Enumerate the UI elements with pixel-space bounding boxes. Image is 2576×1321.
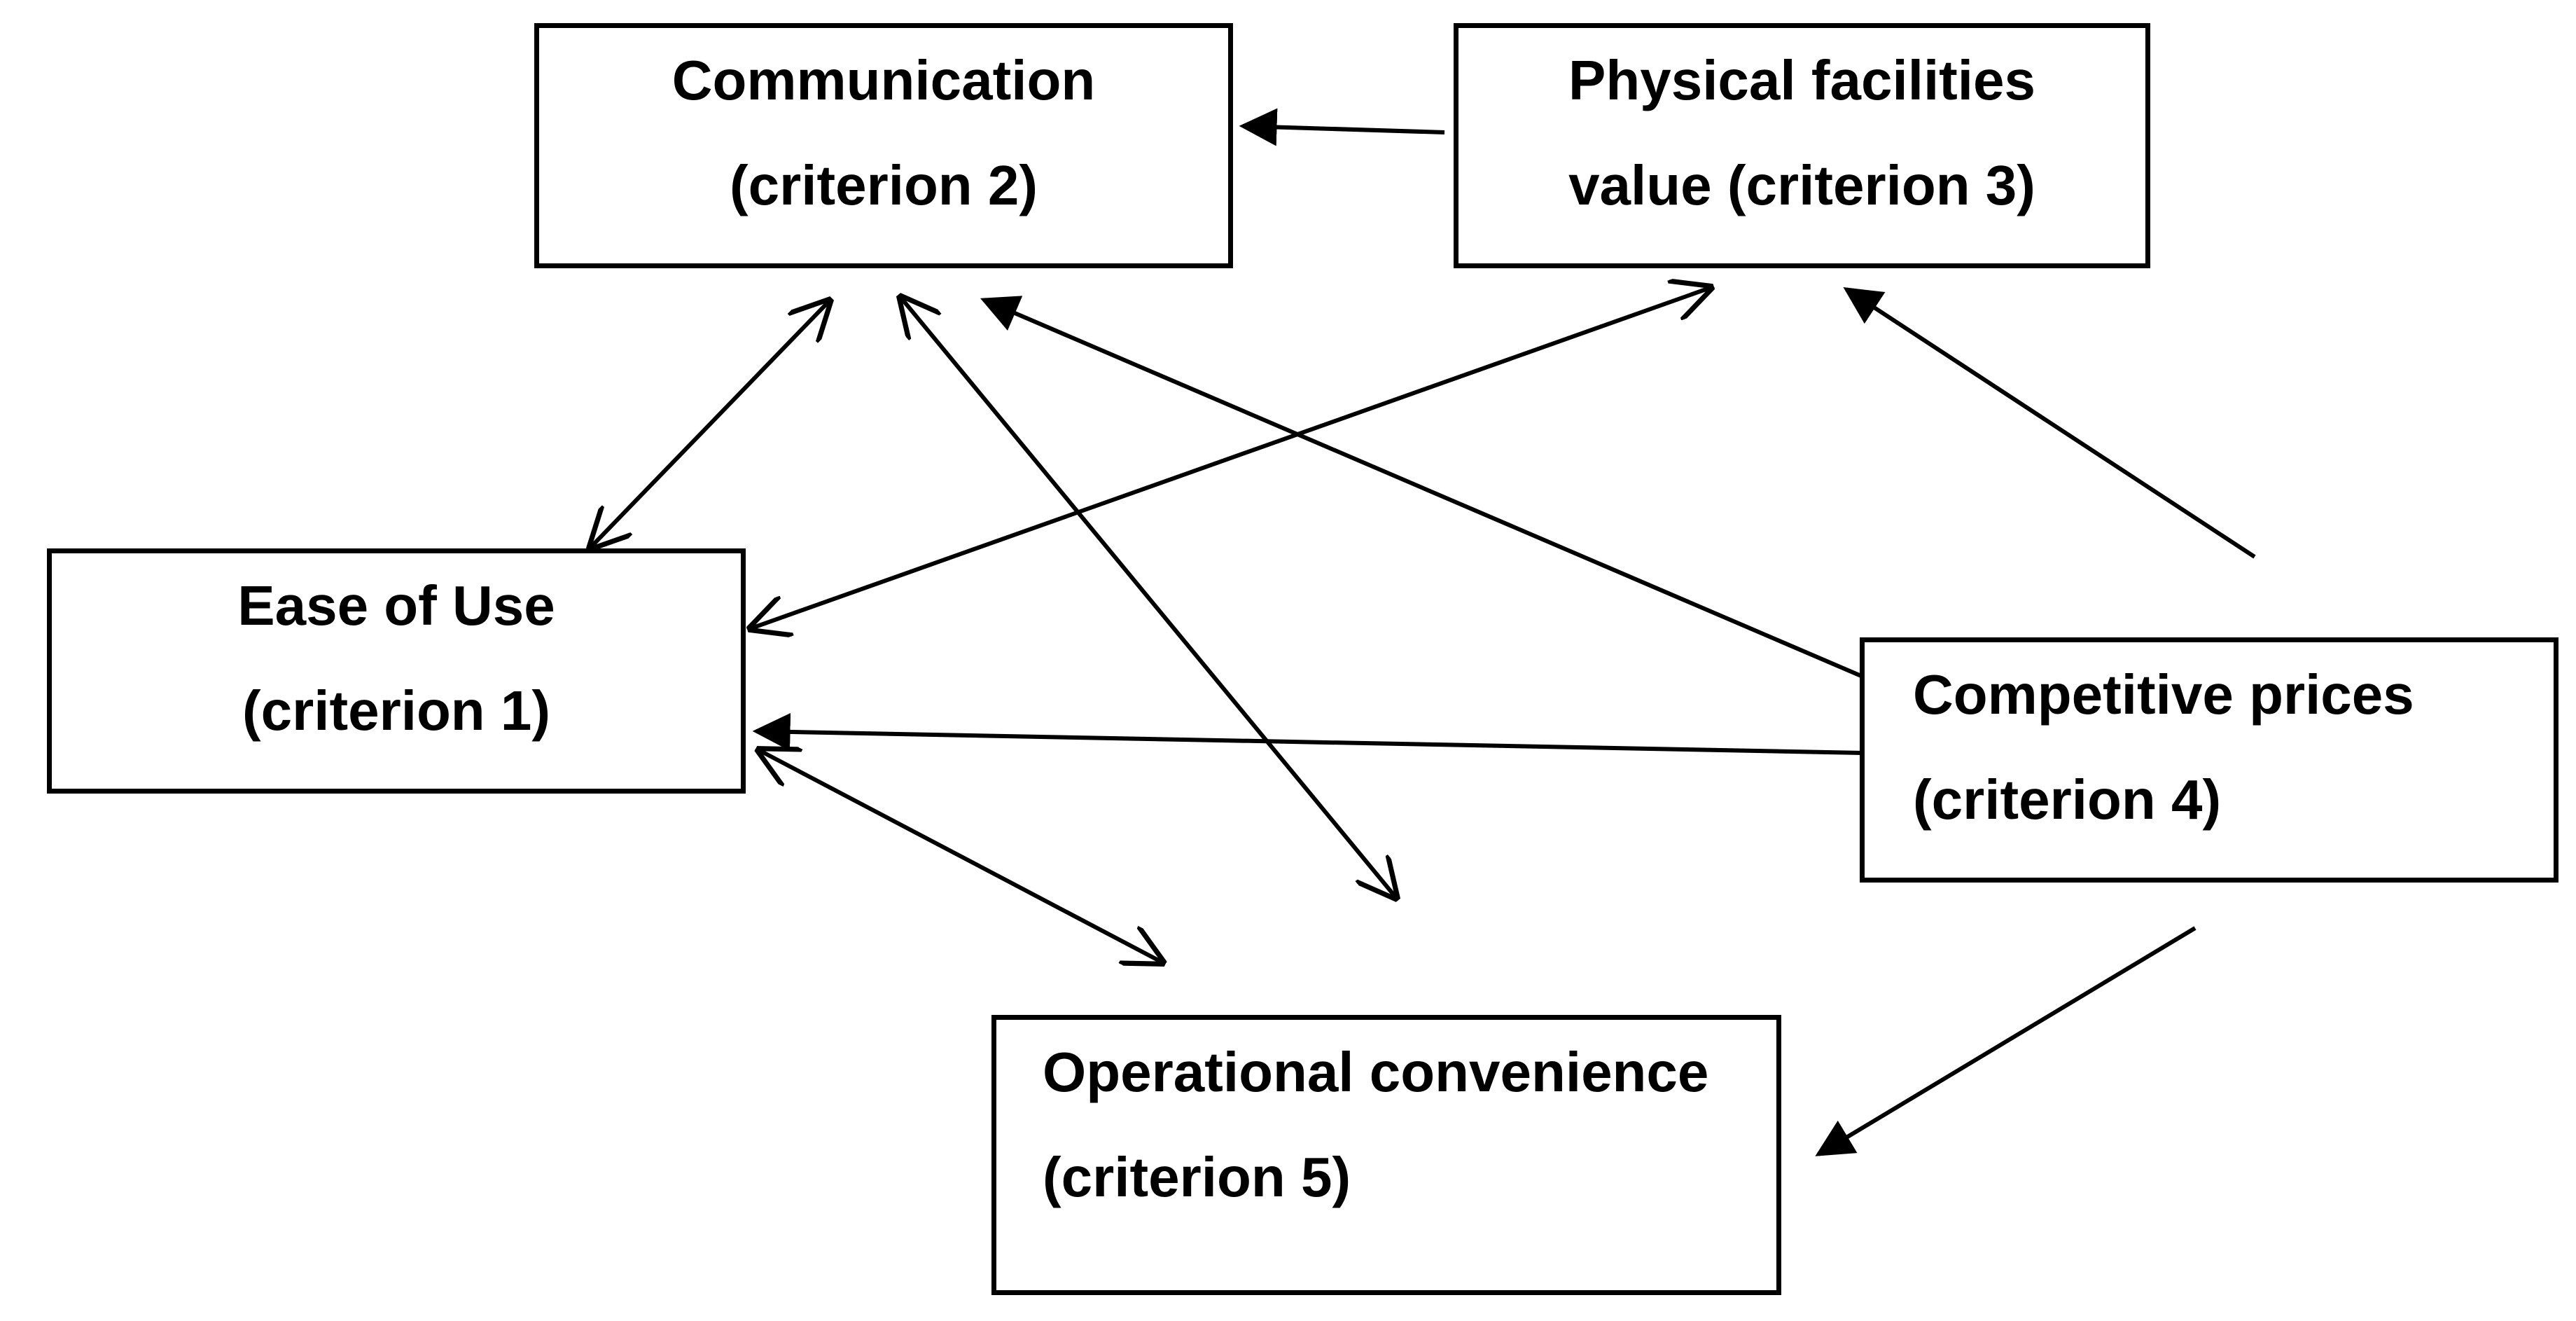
node-physical-facilities-criterion: value (criterion 3)	[1568, 154, 2035, 216]
edge-c4-to-c2	[980, 296, 1863, 678]
node-ease-of-use: Ease of Use (criterion 1)	[47, 548, 746, 794]
edge-c4-to-c1	[752, 712, 1864, 755]
node-competitive-prices: Competitive prices (criterion 4)	[1860, 637, 2558, 883]
edge-c1-c5-bidirectional	[758, 749, 1164, 963]
node-communication-title: Communication	[671, 49, 1096, 111]
edge-c4-to-c3	[1843, 287, 2256, 559]
edge-c2-c5-bidirectional	[900, 296, 1397, 899]
node-ease-of-use-criterion: (criterion 1)	[242, 679, 551, 742]
edge-c4-to-c5	[1815, 926, 2196, 1156]
node-competitive-prices-title: Competitive prices	[1913, 663, 2414, 726]
edge-c1-c2-bidirectional	[590, 300, 830, 548]
edge-c3-to-c2	[1239, 108, 1445, 146]
node-communication-criterion: (criterion 2)	[729, 154, 1038, 216]
node-physical-facilities-value: Physical facilities value (criterion 3)	[1454, 23, 2150, 268]
node-operational-convenience: Operational convenience (criterion 5)	[991, 1015, 1781, 1295]
edge-c1-c3-bidirectional	[749, 287, 1712, 629]
node-ease-of-use-title: Ease of Use	[237, 574, 555, 637]
node-operational-convenience-title: Operational convenience	[1043, 1041, 1709, 1103]
node-communication: Communication (criterion 2)	[534, 23, 1233, 268]
node-physical-facilities-title: Physical facilities	[1568, 49, 2036, 111]
node-competitive-prices-criterion: (criterion 4)	[1913, 768, 2222, 831]
node-operational-convenience-criterion: (criterion 5)	[1043, 1146, 1351, 1208]
